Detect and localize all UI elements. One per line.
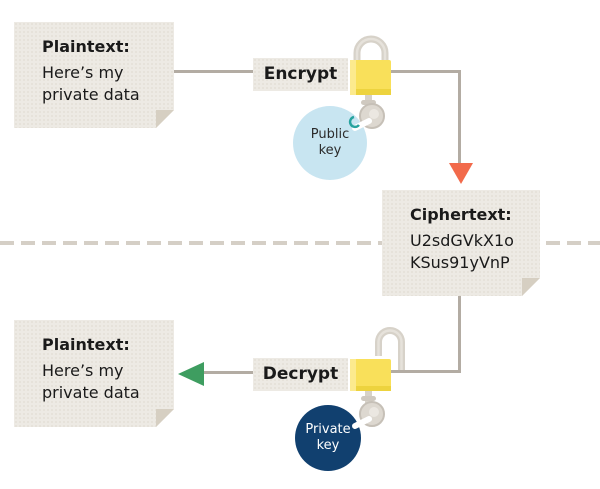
key-accent bbox=[348, 115, 360, 129]
plaintext-card-top: Plaintext: Here’s my private data bbox=[14, 22, 174, 128]
connector-down-to-ciphertext bbox=[458, 70, 461, 164]
key-icon bbox=[348, 95, 385, 131]
public-key-tag: Public key bbox=[293, 106, 367, 180]
lock-body bbox=[350, 359, 391, 391]
plaintext-card-bottom: Plaintext: Here’s my private data bbox=[14, 320, 174, 427]
lock-body bbox=[350, 60, 391, 95]
key-bit bbox=[352, 416, 372, 429]
connector-ciphertext-down bbox=[458, 296, 461, 373]
connector-corner-to-decrypt bbox=[391, 370, 461, 373]
public-key-line2: key bbox=[318, 143, 342, 158]
ciphertext-title: Ciphertext: bbox=[410, 205, 512, 224]
plaintext-top-line1: Here’s my bbox=[42, 63, 124, 82]
lock-open-icon bbox=[350, 327, 405, 429]
key-head-inner bbox=[369, 109, 379, 119]
connector-plaintext-to-encrypt bbox=[174, 70, 253, 73]
lock-closed-icon bbox=[348, 35, 391, 131]
shackle-open-highlight bbox=[377, 329, 403, 370]
arrow-down-icon bbox=[449, 163, 473, 184]
private-key-line1: Private bbox=[305, 422, 351, 437]
arrow-left-icon bbox=[178, 362, 204, 386]
ciphertext-line1: U2sdGVkX1o bbox=[410, 231, 514, 250]
lock-body-highlight bbox=[350, 60, 356, 95]
key-head-inner bbox=[369, 407, 379, 417]
plaintext-bottom-line2: private data bbox=[42, 383, 140, 402]
lock-body-highlight bbox=[350, 359, 356, 391]
connector-decrypt-to-arrow bbox=[203, 371, 253, 374]
network-boundary-dashed-line bbox=[0, 241, 600, 245]
public-key-line1: Public bbox=[310, 127, 350, 142]
ciphertext-card: Ciphertext: U2sdGVkX1o KSus91yVnP bbox=[382, 190, 540, 296]
lock-body-shadow bbox=[350, 386, 391, 391]
ciphertext-line2: KSus91yVnP bbox=[410, 253, 510, 272]
key-collar bbox=[361, 396, 376, 401]
private-key-line2: key bbox=[316, 438, 340, 453]
plaintext-top-line2: private data bbox=[42, 85, 140, 104]
plaintext-top-title: Plaintext: bbox=[42, 37, 130, 56]
plaintext-bottom-line1: Here’s my bbox=[42, 361, 124, 380]
encrypt-label: Encrypt bbox=[253, 58, 348, 91]
decrypt-label: Decrypt bbox=[253, 358, 348, 391]
key-icon bbox=[352, 391, 385, 429]
lock-body-shadow bbox=[350, 89, 391, 95]
shackle-highlight bbox=[355, 37, 387, 64]
private-key-tag: Private key bbox=[295, 405, 361, 471]
plaintext-bottom-title: Plaintext: bbox=[42, 335, 130, 354]
connector-encrypt-to-corner bbox=[391, 70, 461, 73]
